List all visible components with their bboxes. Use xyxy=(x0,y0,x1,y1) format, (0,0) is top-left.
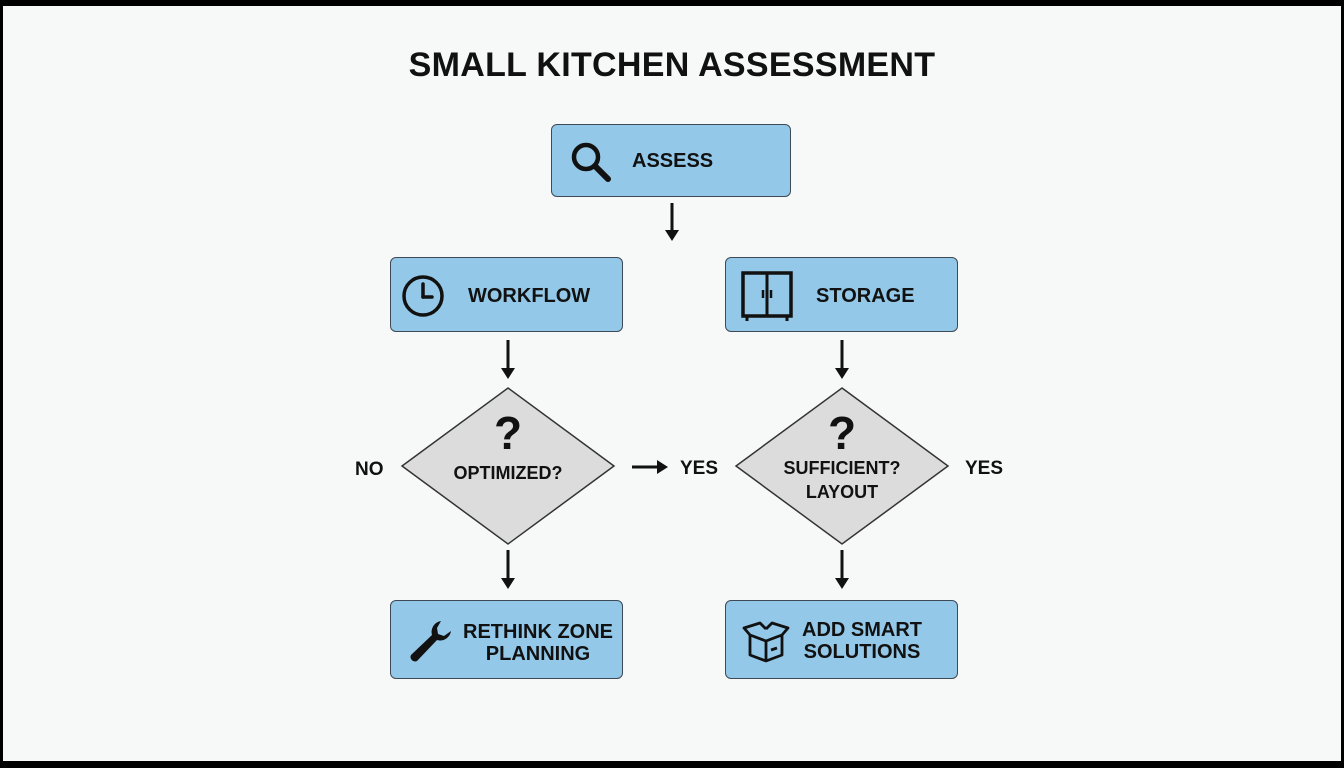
assess-box: ASSESS xyxy=(551,124,791,197)
optimized-question-mark: ? xyxy=(493,407,523,459)
smart-solutions-box: ADD SMART SOLUTIONS xyxy=(725,600,958,679)
smart-label-line2: SOLUTIONS xyxy=(803,641,921,663)
sufficient-diamond xyxy=(734,387,950,545)
box-icon xyxy=(742,621,790,663)
rethink-label-line1: RETHINK ZONE xyxy=(463,621,613,643)
assess-label: ASSESS xyxy=(632,150,714,172)
storage-box: STORAGE xyxy=(725,257,958,332)
no-label: NO xyxy=(355,459,384,480)
magnifier-icon xyxy=(571,142,611,182)
rethink-box: RETHINK ZONE PLANNING xyxy=(390,600,623,679)
sufficient-label-line1: SUFFICIENT? xyxy=(783,458,901,478)
optimized-label: OPTIMIZED? xyxy=(453,463,563,483)
yes-label-left: YES xyxy=(680,458,719,479)
sufficient-label-line2: LAYOUT xyxy=(805,482,879,502)
storage-label: STORAGE xyxy=(816,285,915,307)
rethink-label-line2: PLANNING xyxy=(485,643,591,665)
smart-label-line1: ADD SMART xyxy=(802,619,922,641)
workflow-label: WORKFLOW xyxy=(468,285,591,307)
cabinet-icon xyxy=(741,271,793,321)
wrench-icon xyxy=(410,621,451,662)
clock-icon xyxy=(402,275,444,317)
sufficient-question-mark: ? xyxy=(827,407,857,459)
diagram-title: SMALL KITCHEN ASSESSMENT xyxy=(408,46,936,84)
yes-label-right: YES xyxy=(965,458,1004,479)
optimized-diamond xyxy=(400,387,616,545)
workflow-box: WORKFLOW xyxy=(390,257,623,332)
